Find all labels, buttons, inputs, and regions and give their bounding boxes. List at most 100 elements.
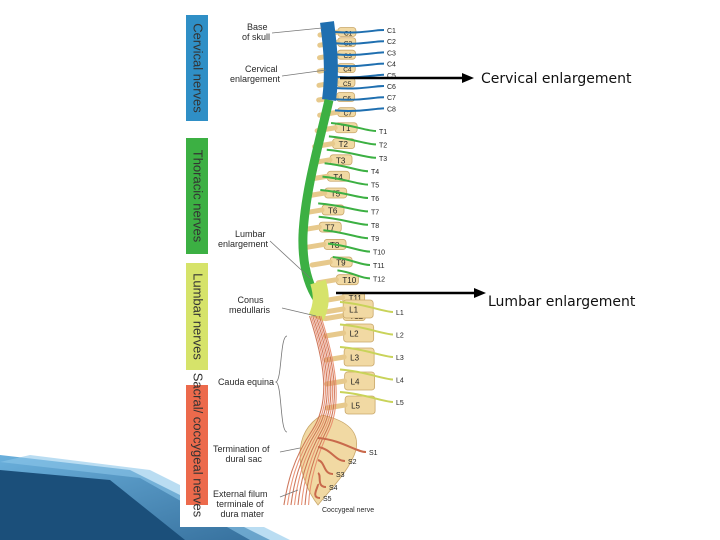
nerve-T2: T2: [328, 135, 387, 149]
label-coccygeal-nerve: Coccygeal nerve: [322, 507, 374, 514]
vertebra-label: C4: [343, 67, 352, 74]
nerve-label: T12: [373, 276, 385, 283]
annotation-cervical-enlargement: Cervical enlargement: [481, 71, 632, 87]
nerve-C2: C2: [334, 39, 396, 46]
nerve-C4: C4: [334, 62, 396, 69]
nerve-label: T2: [379, 142, 387, 149]
nerve-T5: T5: [322, 175, 379, 190]
vertebra-label: T9: [336, 258, 346, 267]
nerve-C6: C6: [334, 84, 396, 91]
band-label: Lumbar nerves: [191, 273, 206, 360]
vertebra-label: L2: [350, 330, 359, 339]
nerve-label: C8: [387, 106, 396, 113]
nerve-label: S3: [336, 472, 345, 479]
nerve-S3: S3: [317, 459, 345, 479]
nerve-label: T1: [379, 129, 387, 136]
nerve-C1: C1: [334, 28, 396, 35]
nerve-C8: C8: [334, 106, 396, 113]
vertebra-label: L4: [351, 378, 360, 387]
vertebra-L5: L5: [324, 395, 376, 415]
vertebra-L1: L1: [322, 299, 374, 319]
label-base-of-skull: Base of skull: [242, 22, 270, 42]
figure-labels: Base of skull Cervical enlargement Lumba…: [213, 22, 374, 519]
nerve-label: T3: [379, 156, 387, 163]
nerve-T7: T7: [318, 202, 379, 216]
vertebra-label: T7: [325, 224, 335, 233]
band-label: Cervical nerves: [191, 23, 206, 113]
nerve-C3: C3: [334, 50, 396, 57]
nerve-label: C2: [387, 39, 396, 46]
nerve-label: S4: [329, 485, 338, 492]
corner-decoration-dark: [0, 470, 185, 540]
annotation-arrows: [336, 73, 486, 298]
vertebra-T10: T10: [315, 274, 359, 285]
nerve-T1: T1: [330, 122, 387, 136]
nerve-C7: C7: [334, 95, 396, 102]
nerve-T11: T11: [332, 256, 385, 270]
annotation-lumbar-enlargement: Lumbar enlargement: [488, 294, 636, 310]
nerve-label: T5: [371, 183, 379, 190]
vertebra-label: T3: [336, 156, 346, 165]
arrow-cervical-head: [462, 73, 474, 83]
nerve-label: S2: [348, 459, 357, 466]
nerve-label: S5: [323, 496, 332, 503]
nerve-label: C3: [387, 50, 396, 57]
nerve-T3: T3: [326, 148, 387, 163]
vertebra-label: C5: [343, 81, 352, 88]
nerve-label: C5: [387, 73, 396, 80]
vertebra-label: T2: [339, 140, 349, 149]
arrow-lumbar-head: [474, 288, 486, 298]
label-cauda-equina: Cauda equina: [218, 377, 274, 387]
nerve-T12: T12: [337, 269, 385, 283]
band-3: Sacral/ coccygeal nerves: [186, 373, 208, 518]
nerve-S2: S2: [317, 446, 357, 466]
nerve-label: T10: [373, 250, 385, 257]
label-external-filum: External filum terminale of dura mater: [213, 489, 270, 519]
nerve-T4: T4: [324, 162, 379, 176]
nerve-L4: L4: [339, 368, 404, 385]
band-label: Thoracic nerves: [191, 150, 206, 243]
nerve-T10: T10: [327, 242, 385, 257]
nerve-label: L5: [396, 400, 404, 407]
sacrum: [299, 414, 358, 506]
vertebra-L3: L3: [323, 347, 375, 367]
nerve-label: C1: [387, 28, 396, 35]
vertebra-label: T1: [341, 124, 351, 133]
nerve-label: T8: [371, 223, 379, 230]
nerve-label: T6: [371, 196, 379, 203]
nerve-label: L3: [396, 355, 404, 362]
nerve-L1: L1: [339, 301, 404, 317]
nerve-label: L4: [396, 378, 404, 385]
label-conus-medullaris: Conus medullaris: [229, 295, 271, 315]
label-cervical-enlargement: Cervical enlargement: [230, 64, 281, 84]
nerve-S4: S4: [317, 472, 338, 492]
cauda-equina-fibers: [283, 315, 337, 506]
vertebra-label: C7: [344, 111, 353, 118]
nerve-T8: T8: [318, 215, 379, 230]
nerve-label: C4: [387, 62, 396, 69]
nerve-label: T7: [371, 209, 379, 216]
nerve-label: C6: [387, 84, 396, 91]
vertebra-label: L5: [351, 402, 360, 411]
nerve-label: T11: [373, 263, 385, 270]
band-label: Sacral/ coccygeal nerves: [191, 373, 206, 518]
label-leader-lines: [269, 27, 327, 498]
vertebra-label: T6: [328, 206, 338, 215]
vertebra-label: T5: [331, 189, 341, 198]
nerve-label: T9: [371, 236, 379, 243]
nerve-label: L2: [396, 333, 404, 340]
vertebra-label: T4: [333, 173, 343, 182]
nerve-label: S1: [369, 450, 378, 457]
nerve-L2: L2: [339, 323, 404, 340]
vertebra-label: L1: [349, 306, 358, 315]
nerve-L5: L5: [339, 391, 404, 407]
nerve-label: L1: [396, 310, 404, 317]
label-termination-dural-sac: Termination of dural sac: [213, 444, 272, 464]
vertebra-label: T11: [349, 294, 363, 303]
vertebra-label: L3: [350, 354, 359, 363]
nerve-S1: S1: [317, 437, 378, 457]
nerve-S5: S5: [314, 483, 332, 503]
vertebra-label: C3: [344, 53, 353, 60]
